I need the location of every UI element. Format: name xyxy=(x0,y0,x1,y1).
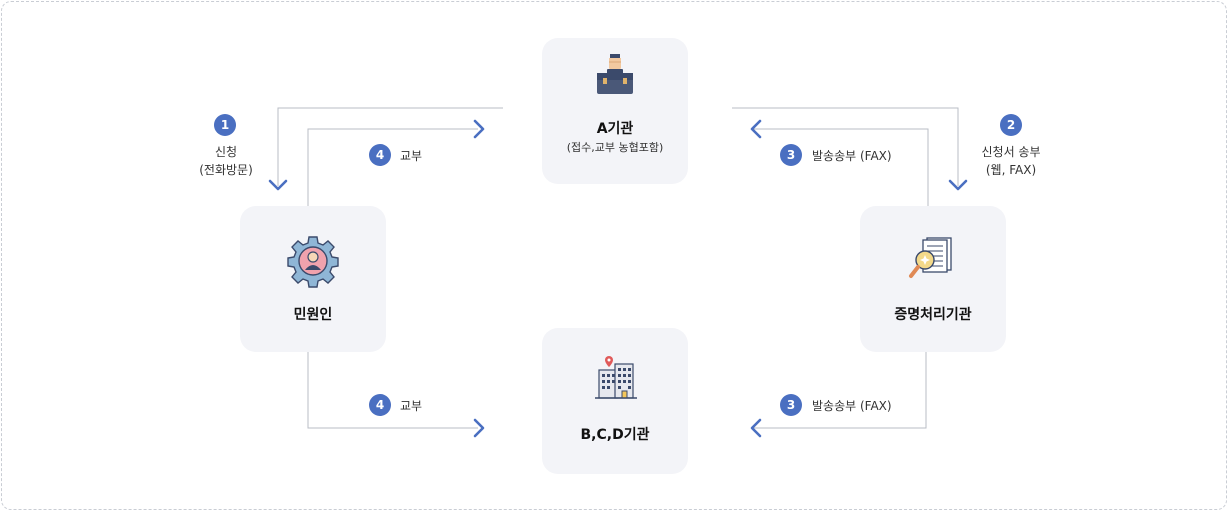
arrow-down-icon xyxy=(948,179,968,191)
step-label-line: 신청 xyxy=(214,145,238,159)
step-label-line: 신청서 송부 xyxy=(981,145,1041,159)
arrow-left-icon xyxy=(750,119,762,139)
step4-label: 교부 xyxy=(400,149,423,163)
node-title: B,C,D기관 xyxy=(580,427,650,443)
step-badge: 4 xyxy=(369,394,391,416)
line-step3-bottom xyxy=(754,352,927,429)
step4-label: 교부 xyxy=(400,399,423,413)
briefcase-icon xyxy=(597,54,633,94)
step1-label: 신청 (전화방문) xyxy=(186,143,266,179)
node-bcd: B,C,D기관 xyxy=(542,328,688,474)
node-agency-a: A기관 (접수,교부 농협포함) xyxy=(542,38,688,184)
step-label-line: (전화방문) xyxy=(199,163,253,177)
node-title: 증명처리기관 xyxy=(894,307,972,323)
line-step1 xyxy=(277,107,503,186)
step-badge: 1 xyxy=(214,114,236,136)
step-label-line: (웹, FAX) xyxy=(985,163,1037,177)
node-civil: 민원인 xyxy=(240,206,386,352)
line-step4-top xyxy=(307,128,478,206)
step3-label: 발송송부 (FAX) xyxy=(812,399,892,413)
step3-label: 발송송부 (FAX) xyxy=(812,149,892,163)
document-magnifier-icon xyxy=(909,237,952,278)
step-badge: 3 xyxy=(780,394,802,416)
step-badge: 2 xyxy=(1000,114,1022,136)
gear-person-icon xyxy=(287,236,339,288)
line-step3-top xyxy=(754,128,929,206)
building-icon xyxy=(595,356,637,399)
step-badge: 4 xyxy=(369,144,391,166)
arrow-right-icon xyxy=(473,418,485,438)
node-subtitle: (접수,교부 농협포함) xyxy=(566,141,664,154)
arrow-left-icon xyxy=(750,418,762,438)
node-cert: 증명처리기관 xyxy=(860,206,1006,352)
step-badge: 3 xyxy=(780,144,802,166)
node-title: 민원인 xyxy=(293,307,333,323)
line-step2 xyxy=(732,107,959,186)
line-step4-bottom xyxy=(307,352,478,429)
arrow-down-icon xyxy=(268,179,288,191)
node-title: A기관 xyxy=(596,121,634,137)
step2-label: 신청서 송부 (웹, FAX) xyxy=(966,143,1056,179)
arrow-right-icon xyxy=(473,119,485,139)
